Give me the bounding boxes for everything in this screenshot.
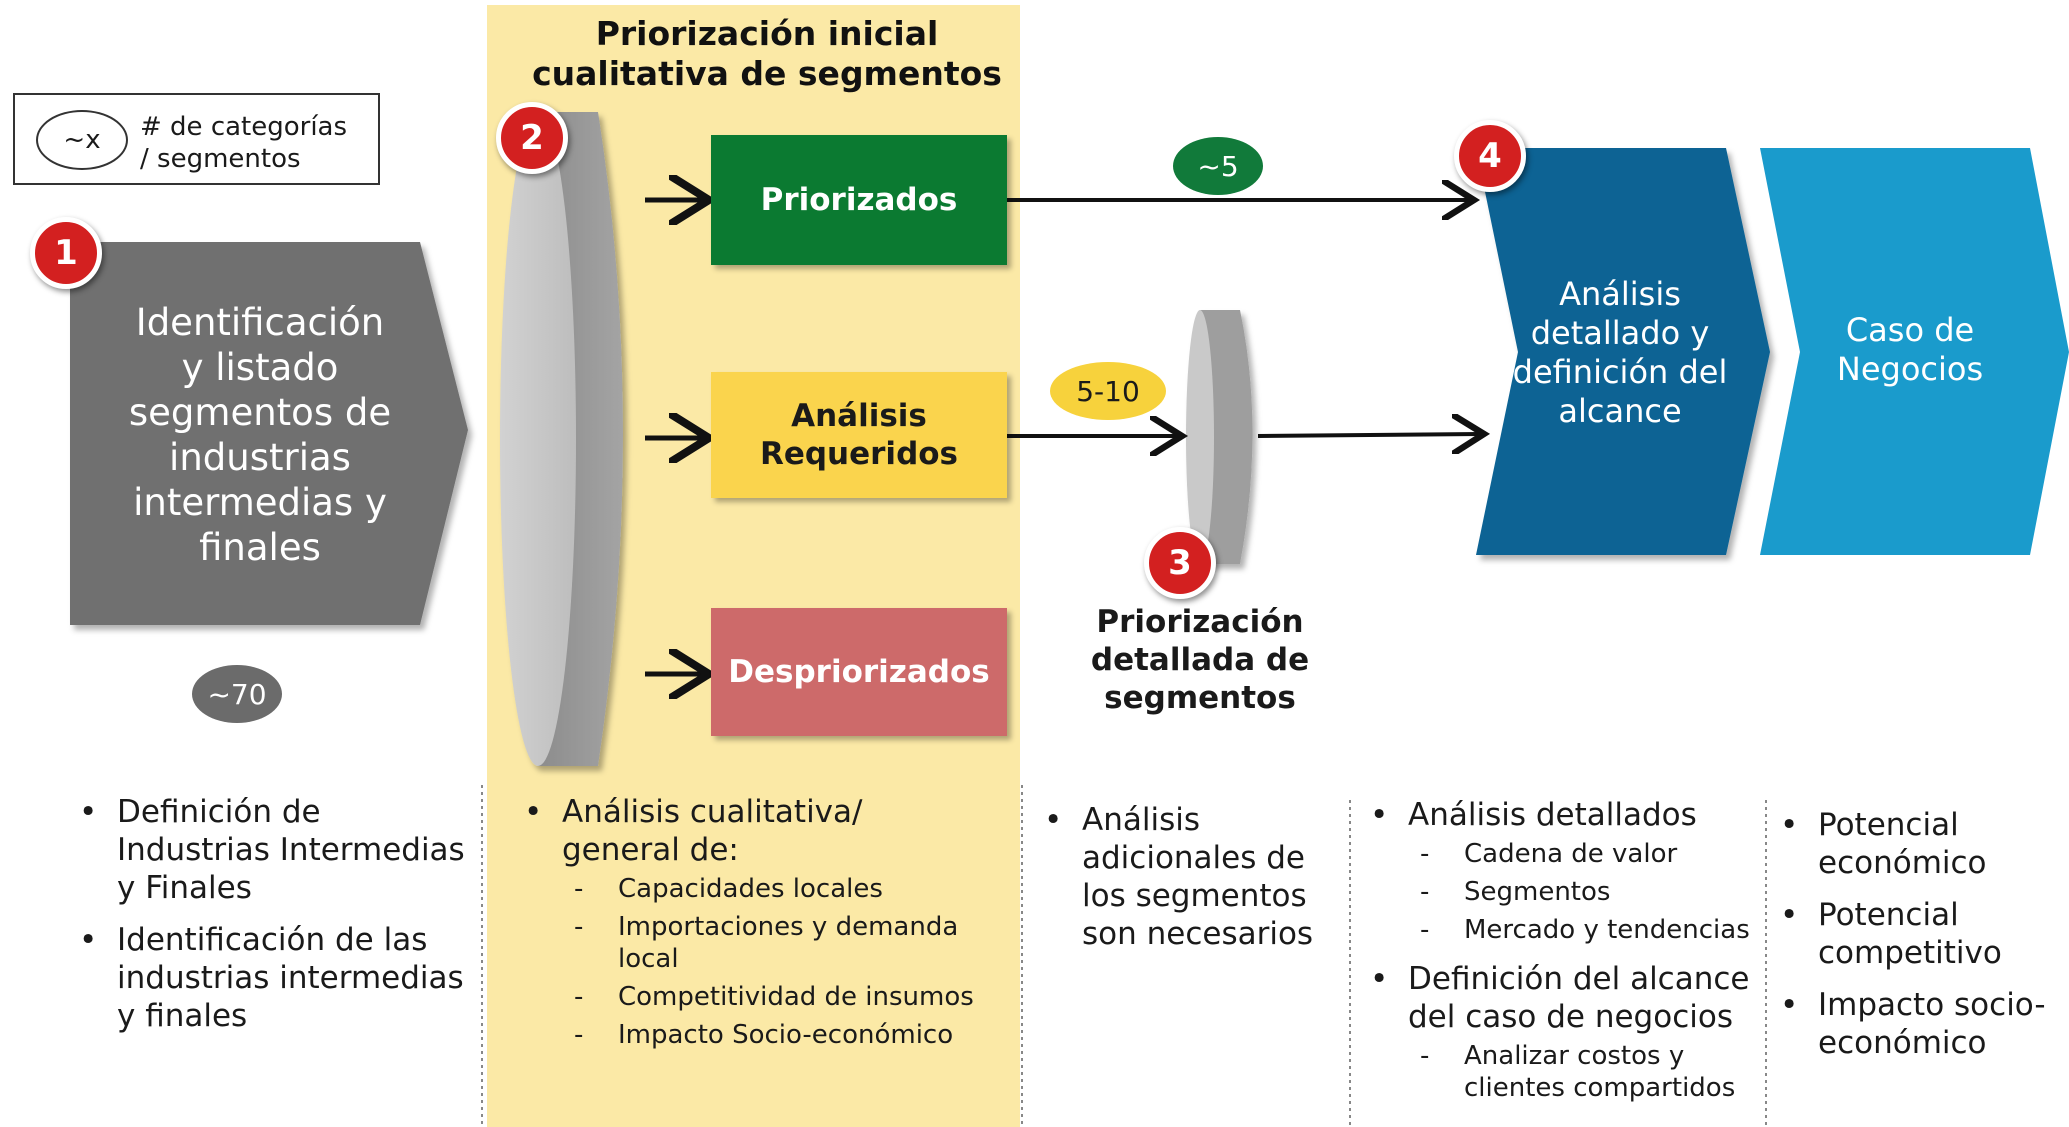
step1-label-line: Identificación [135,301,385,344]
details-bullet-line1: Análisis cualitativa/ [562,794,863,830]
details-bullet: Análisis detallados Cadena de valor Segm… [1366,796,1761,946]
step1-label: Identificación y listado segmentos de in… [95,300,425,570]
step4-analisis-line: detallado y [1530,314,1710,352]
details-bullet: Potencial competitivo [1776,896,2066,972]
step1-label-line: industrias [169,436,351,479]
details-subitem: Competitividad de insumos [562,981,1010,1013]
step1-badge: 1 [30,217,102,289]
details-subitem: Capacidades locales [562,873,1010,905]
step4-analisis-line: definición del [1512,353,1728,391]
details-column-1: Definición de Industrias Intermedias y F… [75,793,475,1049]
details-bullet: Potencial económico [1776,806,2066,882]
priorizados-box: Priorizados [711,135,1007,265]
step1-chevron [70,242,468,625]
details-bullet: Análisis cualitativa/ general de: Capaci… [520,793,1010,1051]
despriorizados-box: Despriorizados [711,608,1007,736]
step4-caso-chevron [1760,148,2069,555]
details-list: Análisis detallados Cadena de valor Segm… [1366,796,1761,1104]
details-subitem: Importaciones y demanda local [562,911,1010,975]
details-column-3: Análisis adicionales de los segmentos so… [1040,801,1340,967]
details-subitem: Impacto Socio-económico [562,1019,1010,1051]
step2-title: Priorización inicial cualitativa de segm… [487,14,1047,94]
analisis-requeridos-line1: Análisis [791,398,927,434]
step1-count-pill: ~70 [192,665,282,723]
step1-label-line: y listado [181,346,339,389]
legend-oval: ~x [36,110,128,170]
legend-text-line2: / segmentos [140,144,301,174]
details-list: Análisis adicionales de los segmentos so… [1040,801,1340,953]
analisis-requeridos-line2: Requeridos [759,436,959,472]
details-column-4: Análisis detallados Cadena de valor Segm… [1366,796,1761,1118]
legend-text: # de categorías / segmentos [140,111,347,175]
details-bullet: Impacto socio-económico [1776,986,2066,1062]
details-sublist: Cadena de valor Segmentos Mercado y tend… [1408,838,1761,946]
details-bullet: Análisis adicionales de los segmentos so… [1040,801,1340,953]
details-list: Análisis cualitativa/ general de: Capaci… [520,793,1010,1051]
step4-analisis-line: Análisis [1559,275,1681,313]
details-list: Potencial económico Potencial competitiv… [1776,806,2066,1062]
details-subitem: Analizar costos y clientes compartidos [1408,1040,1761,1104]
step3-title: Priorización detallada de segmentos [1070,603,1330,717]
details-subitem: Mercado y tendencias [1408,914,1761,946]
details-bullet: Identificación de las industrias interme… [75,921,475,1035]
step3-badge: 3 [1144,527,1216,599]
details-list: Definición de Industrias Intermedias y F… [75,793,475,1035]
details-column-5: Potencial económico Potencial competitiv… [1776,806,2066,1076]
step4-caso-line: Negocios [1836,350,1984,388]
step4-caso-label: Caso de Negocios [1790,311,2030,389]
arrow-step3-to-step4 [1257,434,1480,436]
details-bullet-text: Análisis detallados [1408,797,1697,833]
step3-title-line: detallada de [1090,642,1310,678]
step2-badge: 2 [496,102,568,174]
step2-title-line2: cualitativa de segmentos [532,54,1002,93]
step4-analisis-label: Análisis detallado y definición del alca… [1500,275,1740,431]
details-subitem: Segmentos [1408,876,1761,908]
step2-filter-cylinder [500,112,623,766]
details-bullet-line2: general de: [562,832,739,868]
step3-filter-cylinder [1186,310,1253,564]
step4-analisis-chevron [1476,148,1770,555]
details-bullet-text: Definición del alcance del caso de negoc… [1408,961,1750,1035]
step4-caso-line: Caso de [1845,311,1975,349]
step1-label-line: segmentos de [128,391,392,434]
step4-badge: 4 [1454,120,1526,192]
step1-label-line: finales [199,526,321,569]
step3-count-pill: 5-10 [1050,362,1166,420]
details-sublist: Capacidades locales Importaciones y dema… [562,873,1010,1051]
details-sublist: Analizar costos y clientes compartidos [1408,1040,1761,1104]
details-subitem: Cadena de valor [1408,838,1761,870]
step4-count-pill: ~5 [1173,137,1263,195]
details-column-2: Análisis cualitativa/ general de: Capaci… [520,793,1010,1065]
step3-title-line: segmentos [1104,680,1296,716]
step4-analisis-line: alcance [1558,392,1682,430]
step3-title-line: Priorización [1096,604,1304,640]
analisis-requeridos-box: Análisis Requeridos [711,372,1007,498]
details-bullet: Definición de Industrias Intermedias y F… [75,793,475,907]
legend-text-line1: # de categorías [140,112,348,142]
step2-title-line1: Priorización inicial [595,14,939,53]
step1-label-line: intermedias y [133,481,387,524]
details-bullet: Definición del alcance del caso de negoc… [1366,960,1761,1104]
